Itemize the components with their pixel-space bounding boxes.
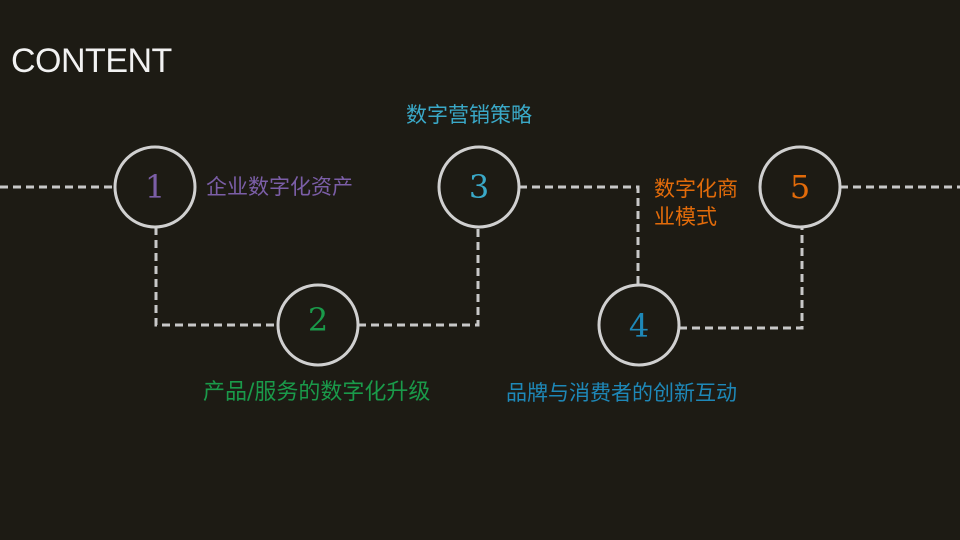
step-3-number: 3 [468,168,490,206]
step-5-circle [758,145,842,229]
step-4-number: 4 [628,307,650,345]
step-5-label-line2: 业模式 [654,205,717,229]
step-5-label-line1: 数字化商 [654,177,738,201]
step-1-label: 企业数字化资产 [206,175,353,199]
step-1-circle [113,145,197,229]
step-4-label: 品牌与消费者的创新互动 [506,381,737,405]
step-1-number: 1 [144,168,166,206]
step-4-circle [597,283,681,367]
page-title: CONTENT [11,42,172,80]
connector-line [358,227,480,327]
step-5-number: 5 [789,168,811,206]
step-2-label: 产品/服务的数字化升级 [203,380,431,405]
step-2-circle [276,283,360,367]
connector-line [154,227,278,327]
step-3-label: 数字营销策略 [406,103,532,127]
step-3-circle [437,145,521,229]
step-2-number: 2 [307,301,329,339]
connector-line [679,227,804,330]
connector-line [519,185,640,285]
